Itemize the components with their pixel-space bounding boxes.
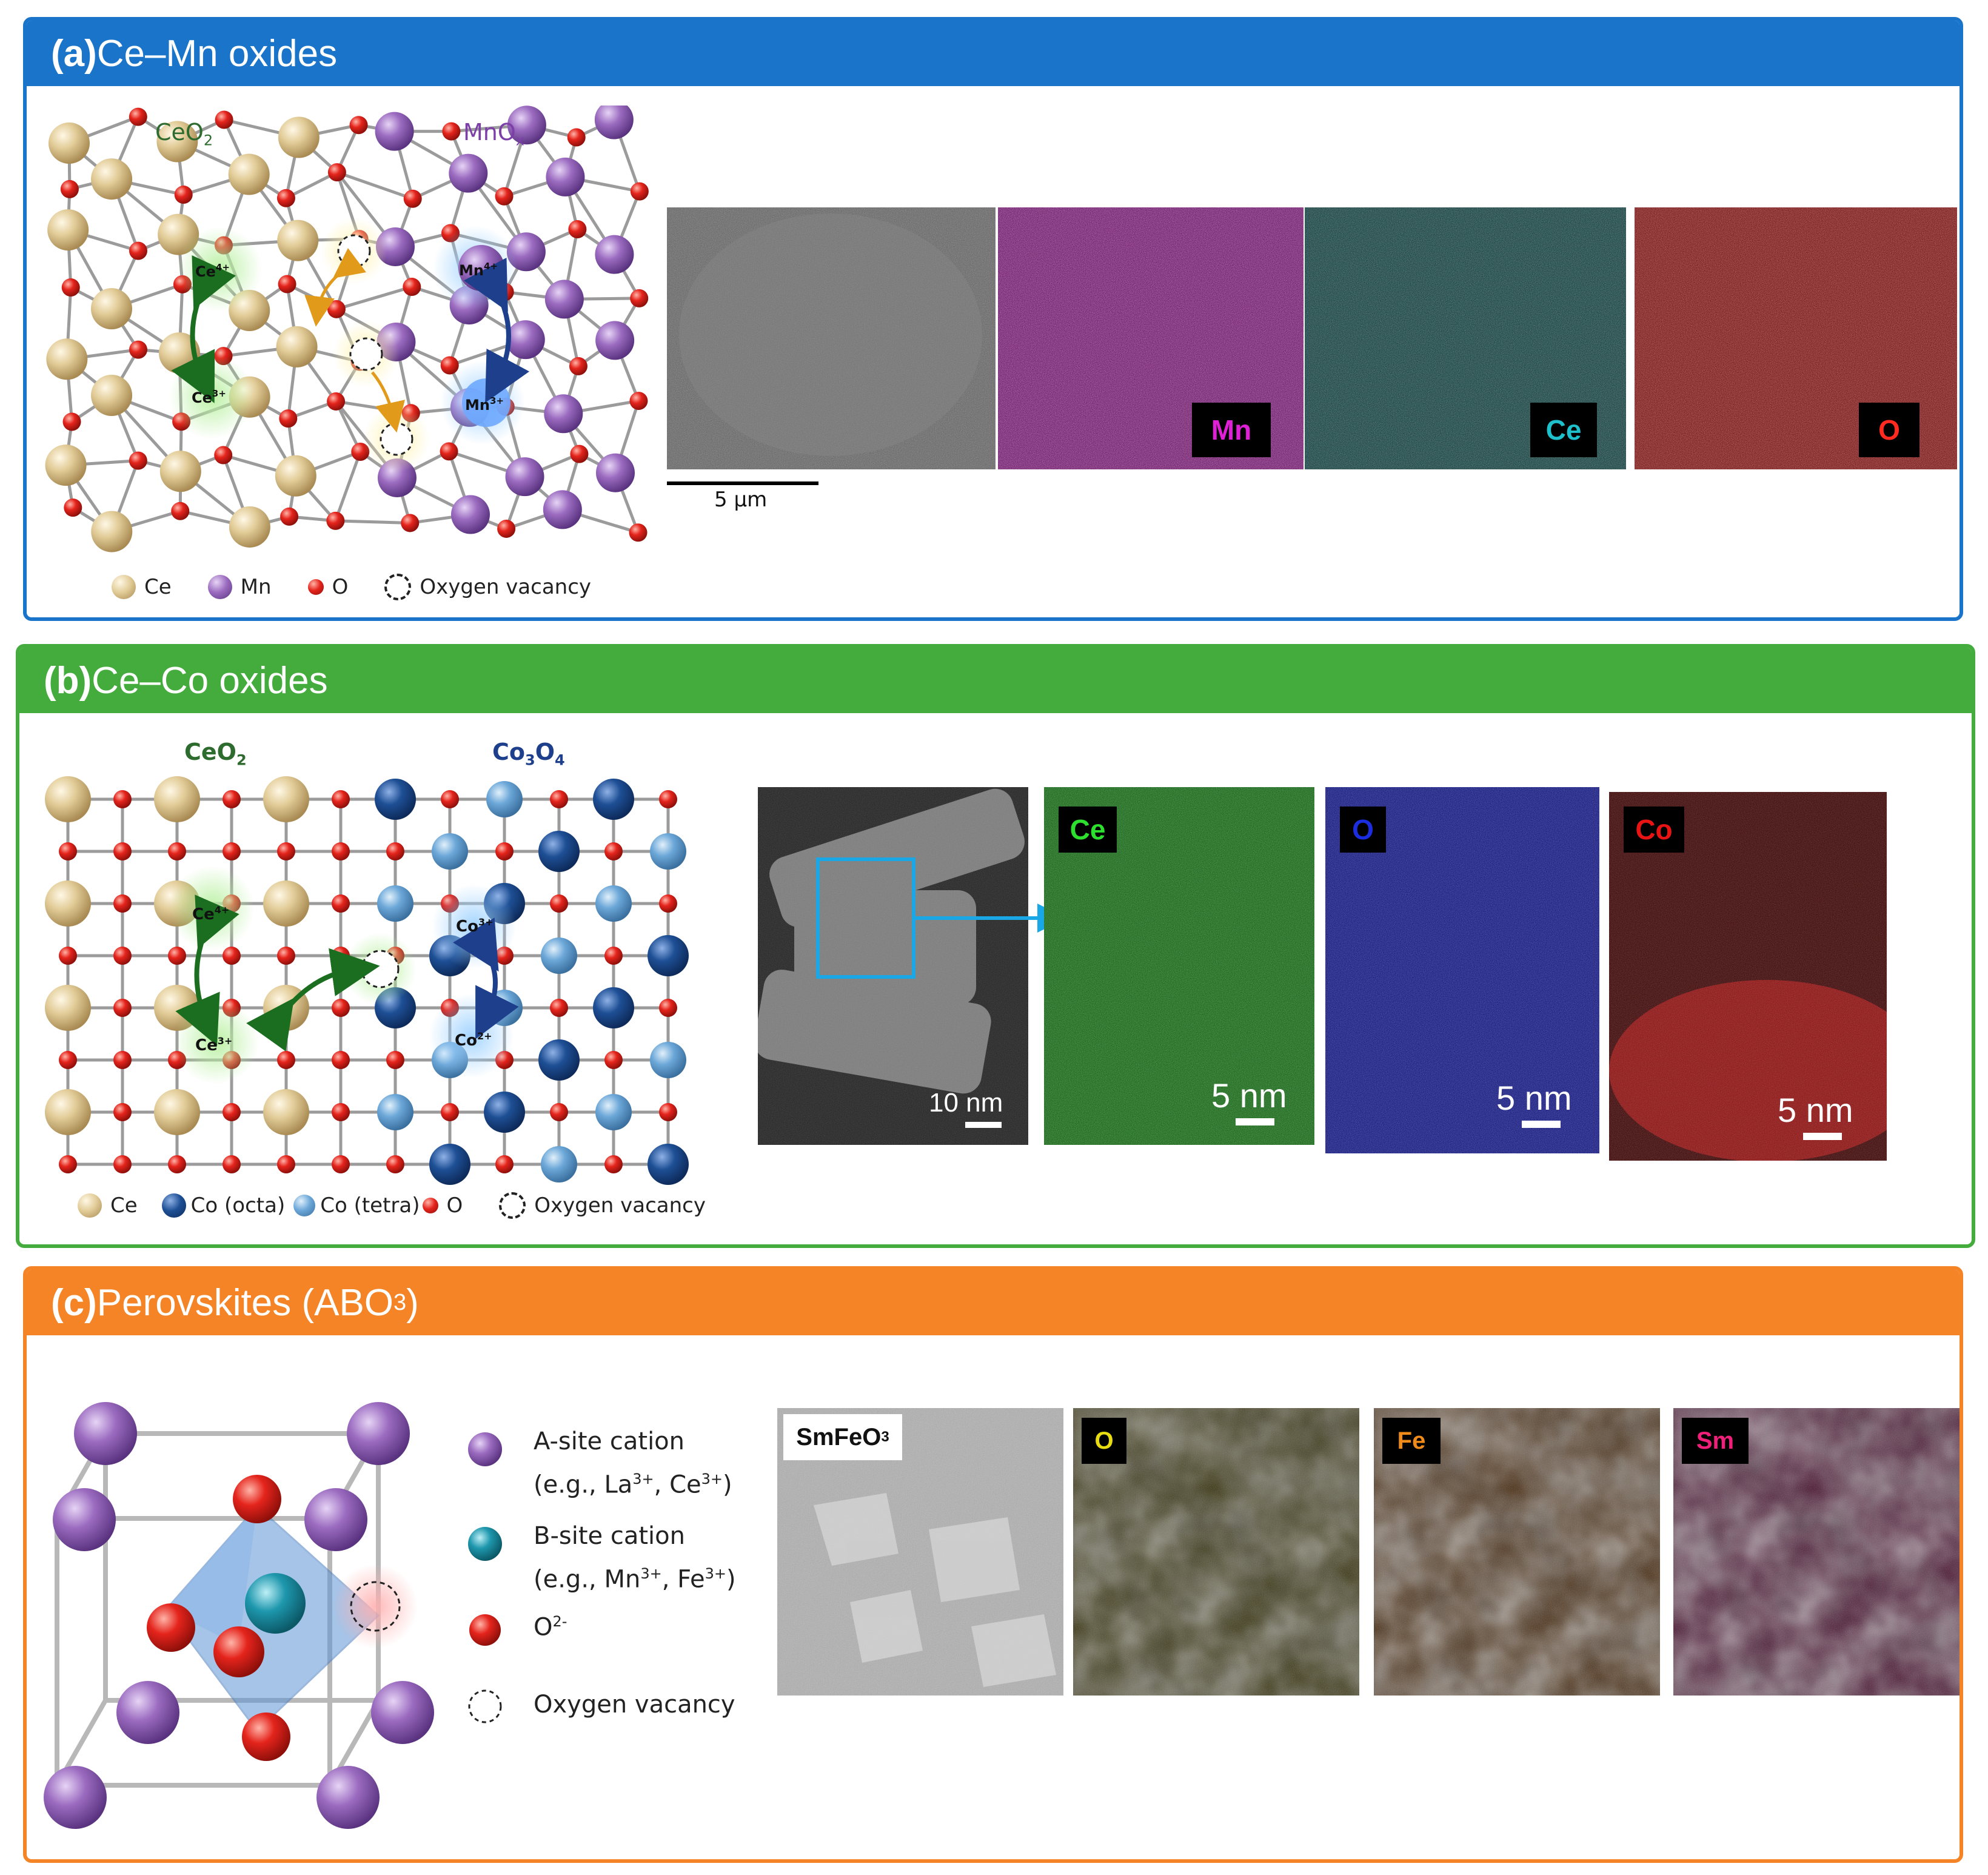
vacancy-b bbox=[361, 950, 400, 988]
ceo2-label-b: CeO2 bbox=[184, 739, 247, 769]
map-sm-c bbox=[1673, 1408, 1960, 1696]
sem-image-c bbox=[777, 1408, 1063, 1696]
panel-a-header: (a) Ce–Mn oxides bbox=[27, 21, 1960, 86]
sem-image-a bbox=[667, 207, 996, 469]
vacancy-a-3 bbox=[380, 422, 413, 456]
panel-b: (b) Ce–Co oxides Ce4+ Ce3+ Co3+ Co2+ CeO… bbox=[16, 644, 1975, 1248]
ce-mn-structure: Ce4+ Ce3+ Mn4+ Mn3+ bbox=[45, 106, 649, 552]
ce-legend-icon-b bbox=[78, 1193, 102, 1218]
legend-b-coocta: Co (octa) bbox=[190, 1193, 286, 1218]
map-ce-a-tag: Ce bbox=[1530, 403, 1597, 457]
scalebar-a bbox=[667, 481, 818, 485]
arrow-vac-a-2 bbox=[371, 371, 405, 433]
svg-text:Ce3+: Ce3+ bbox=[192, 388, 226, 406]
mn-legend-icon bbox=[207, 575, 232, 599]
legend-b-vac: Oxygen vacancy bbox=[534, 1193, 706, 1218]
co-tetra-legend-icon bbox=[293, 1195, 316, 1216]
legend-a-vac: Oxygen vacancy bbox=[420, 575, 592, 599]
legend-b-cotetra: Co (tetra) bbox=[320, 1193, 420, 1218]
legend-b: Ce Co (octa) Co (tetra) O Oxygen vacancy bbox=[78, 1192, 706, 1219]
svg-text:Ce4+: Ce4+ bbox=[192, 904, 229, 924]
svg-text:Ce3+: Ce3+ bbox=[195, 1035, 232, 1055]
tem-image-b bbox=[758, 787, 1028, 1145]
legend-b-ce: Ce bbox=[110, 1193, 138, 1218]
o2-label: O2- bbox=[534, 1613, 567, 1642]
arrow-vac-b bbox=[246, 948, 380, 1052]
panel-a-title: Ce–Mn oxides bbox=[96, 32, 338, 75]
map-co-b bbox=[1609, 792, 1887, 1161]
panel-b-header: (b) Ce–Co oxides bbox=[19, 648, 1972, 713]
panel-b-label: (b) bbox=[44, 659, 92, 702]
map-co-b-scale: 5 nm bbox=[1778, 1091, 1853, 1129]
vacancy-a-1 bbox=[337, 234, 371, 268]
svg-text:Ce4+: Ce4+ bbox=[195, 262, 230, 280]
a-site-label: A-site cation (e.g., La3+, Ce3+) bbox=[534, 1427, 732, 1499]
vacancy-legend-icon-b bbox=[499, 1192, 526, 1219]
ce-legend-icon bbox=[112, 575, 136, 599]
map-co-b-tag: Co bbox=[1624, 807, 1684, 853]
map-fe-c-tag: Fe bbox=[1382, 1418, 1441, 1464]
tem-zoom-box bbox=[816, 857, 915, 979]
svg-text:Mn3+: Mn3+ bbox=[465, 395, 504, 414]
tem-scalebar bbox=[965, 1122, 1002, 1128]
panel-c-label: (c) bbox=[51, 1281, 97, 1324]
vacancy-legend-icon-c bbox=[468, 1689, 502, 1723]
map-ce-b-scale: 5 nm bbox=[1211, 1076, 1287, 1115]
legend-b-o: O bbox=[446, 1193, 463, 1218]
vacancy-a-2 bbox=[349, 337, 383, 371]
legend-a-ce: Ce bbox=[144, 575, 172, 599]
arrow-ce-a bbox=[171, 255, 236, 403]
mnox-label-a: MnOx bbox=[463, 119, 524, 149]
legend-a: Ce Mn O Oxygen vacancy bbox=[112, 574, 591, 600]
b-site-icon bbox=[468, 1527, 502, 1561]
map-co-b-scalebar bbox=[1803, 1133, 1842, 1140]
map-sm-c-tag: Sm bbox=[1682, 1418, 1749, 1464]
map-o-a-tag: O bbox=[1859, 403, 1919, 457]
o-legend-icon bbox=[307, 579, 324, 595]
vac-label-c: Oxygen vacancy bbox=[534, 1691, 735, 1719]
ceo2-label-a: CeO2 bbox=[155, 119, 213, 149]
scalebar-a-label: 5 μm bbox=[714, 488, 768, 512]
map-o-b-scalebar bbox=[1522, 1121, 1561, 1128]
b-site-label: B-site cation (e.g., Mn3+, Fe3+) bbox=[534, 1522, 736, 1594]
svg-text:Co2+: Co2+ bbox=[455, 1030, 492, 1050]
map-ce-b-tag: Ce bbox=[1059, 807, 1117, 853]
co-octa-legend-icon bbox=[161, 1193, 186, 1218]
tem-scale-label: 10 nm bbox=[929, 1088, 1003, 1118]
panel-c-title: Perovskites (ABO bbox=[96, 1281, 394, 1324]
ce-co-structure: Ce4+ Ce3+ Co3+ Co2+ bbox=[45, 776, 689, 1185]
svg-text:Mn4+: Mn4+ bbox=[459, 261, 498, 279]
panel-a-label: (a) bbox=[51, 32, 97, 75]
co3o4-label-b: Co3O4 bbox=[492, 739, 565, 769]
a-site-icon bbox=[468, 1432, 502, 1466]
panel-b-title: Ce–Co oxides bbox=[92, 659, 328, 702]
arrow-ce-b bbox=[175, 894, 239, 1046]
perovskite-unit-cell bbox=[44, 1402, 434, 1829]
map-o-b-scale: 5 nm bbox=[1496, 1079, 1572, 1117]
zoom-arrow bbox=[915, 904, 1066, 933]
arrow-co-b bbox=[453, 917, 519, 1039]
map-ce-b-scalebar bbox=[1236, 1118, 1274, 1125]
legend-a-o: O bbox=[332, 575, 349, 599]
map-o-c-tag: O bbox=[1082, 1418, 1126, 1464]
o-legend-icon-b bbox=[422, 1198, 438, 1213]
arrow-mn-a bbox=[463, 257, 530, 403]
svg-text:Co3+: Co3+ bbox=[456, 916, 494, 936]
map-o-b-tag: O bbox=[1340, 807, 1386, 853]
legend-a-mn: Mn bbox=[240, 575, 272, 599]
vacancy-c-cell bbox=[350, 1581, 401, 1632]
vacancy-legend-icon bbox=[384, 574, 412, 600]
map-mn-tag: Mn bbox=[1192, 403, 1271, 457]
o2-icon bbox=[469, 1614, 501, 1646]
arrow-vac-a-1 bbox=[304, 247, 367, 327]
panel-a: (a) Ce–Mn oxides Ce4+ Ce3+ Mn4+ Mn3+ CeO… bbox=[23, 17, 1963, 621]
